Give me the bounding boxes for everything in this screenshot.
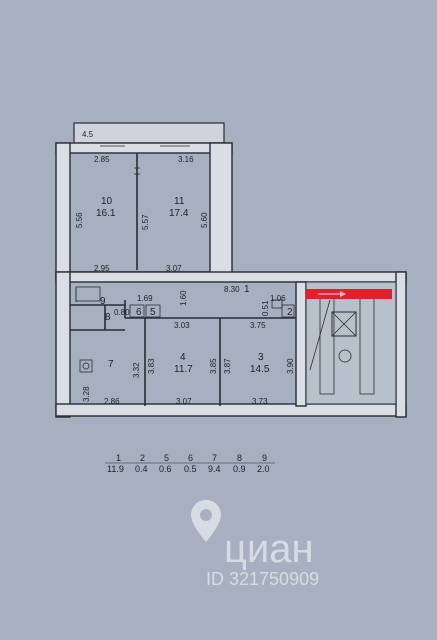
dim-entry-width: 1.06	[270, 294, 286, 303]
dim-room3-left: 3.87	[223, 358, 232, 374]
watermark-id: ID 321750909	[206, 569, 319, 589]
legend-area-6: 0.5	[184, 464, 197, 474]
stove-burner	[82, 362, 90, 370]
legend-num-5: 5	[164, 453, 169, 463]
dim-room4-top: 3.03	[174, 321, 190, 330]
stairwell	[305, 281, 397, 405]
dim-corridor-length: 8.30	[224, 285, 240, 294]
dim-left-room-height: 5.56	[75, 212, 84, 228]
bath-tub-rect	[75, 286, 101, 302]
closet-6	[129, 304, 145, 318]
dim-room4-bottom: 3.07	[176, 397, 192, 406]
room-2-number: 2	[287, 307, 293, 318]
dim-top-right-width: 3.16	[178, 155, 194, 164]
dim-top-left-width: 2.85	[94, 155, 110, 164]
upper-right-wall	[209, 142, 233, 279]
dim-bath-width: 1.69	[137, 294, 153, 303]
dim-kitchen-height: 3.32	[132, 362, 141, 378]
legend-num-7: 7	[212, 453, 217, 463]
lower-top-wall	[55, 271, 407, 283]
dim-room4-right: 3.85	[209, 358, 218, 374]
dim-lower-mid-width: 3.07	[166, 264, 182, 273]
dim-entry-depth: 0.51	[261, 300, 270, 316]
legend-num-2: 2	[140, 453, 145, 463]
room-11-number: 11	[174, 196, 185, 207]
dim-room3-right: 3.90	[286, 358, 295, 374]
room-4-number: 4	[180, 352, 186, 363]
room-3-number: 3	[258, 352, 264, 363]
dim-kitchen-bottom: 2.86	[104, 397, 120, 406]
legend-num-6: 6	[188, 453, 193, 463]
legend-area-9: 2.0	[257, 464, 270, 474]
room-10-area: 16.1	[96, 208, 116, 219]
room-1-number: 1	[244, 284, 250, 295]
room-6-number: 6	[136, 307, 142, 318]
room-4-area: 11.7	[174, 364, 193, 375]
location-pin-icon	[191, 500, 221, 542]
room-10-number: 10	[101, 196, 113, 207]
lower-right-wall	[395, 271, 407, 418]
legend-area-2: 0.4	[135, 464, 148, 474]
legend-num-9: 9	[262, 453, 267, 463]
dim-room3-bottom: 3.73	[252, 397, 268, 406]
stair-left-wall	[295, 281, 307, 407]
room-5-number: 5	[150, 307, 156, 318]
balcony-label: 4.5	[82, 130, 94, 139]
room-9-number: 9	[100, 296, 106, 307]
balcony	[73, 122, 225, 144]
legend-num-1: 1	[116, 453, 121, 463]
legend-num-8: 8	[237, 453, 242, 463]
lower-left-wall	[55, 271, 71, 418]
room-11-area: 17.4	[169, 208, 189, 219]
watermark	[191, 500, 221, 542]
upper-top-wall	[55, 142, 233, 154]
dim-corridor-height: 1.60	[179, 290, 188, 306]
entrance-marker	[306, 289, 392, 299]
stove	[79, 359, 93, 373]
dim-kitchen-low: 3.28	[82, 386, 91, 402]
closet-2	[281, 304, 295, 318]
dim-lower-left-width: 2.95	[94, 264, 110, 273]
room-3-area: 14.5	[250, 364, 270, 375]
legend-area-8: 0.9	[233, 464, 246, 474]
legend-area-5: 0.6	[159, 464, 172, 474]
upper-left-wall	[55, 142, 71, 279]
closet-5	[145, 304, 161, 318]
sink	[271, 299, 283, 309]
entrance-arrow-head	[340, 291, 346, 297]
legend-area-1: 11.9	[107, 464, 124, 474]
area-legend: 1 11.9 2 0.4 5 0.6 6 0.5 7 9.4 8 0.9 9 2…	[105, 453, 275, 474]
dim-right-room-height: 5.60	[200, 212, 209, 228]
room-8-number: 8	[105, 312, 111, 323]
legend-area-7: 9.4	[208, 464, 221, 474]
dim-room4-left: 3.83	[147, 358, 156, 374]
dim-middle-wall-height: 5.57	[141, 214, 150, 230]
watermark-brand: циан	[224, 527, 314, 571]
dim-room3-top: 3.75	[250, 321, 266, 330]
room-7-number: 7	[108, 359, 114, 370]
dim-toilet-width: 0.80	[114, 308, 130, 317]
